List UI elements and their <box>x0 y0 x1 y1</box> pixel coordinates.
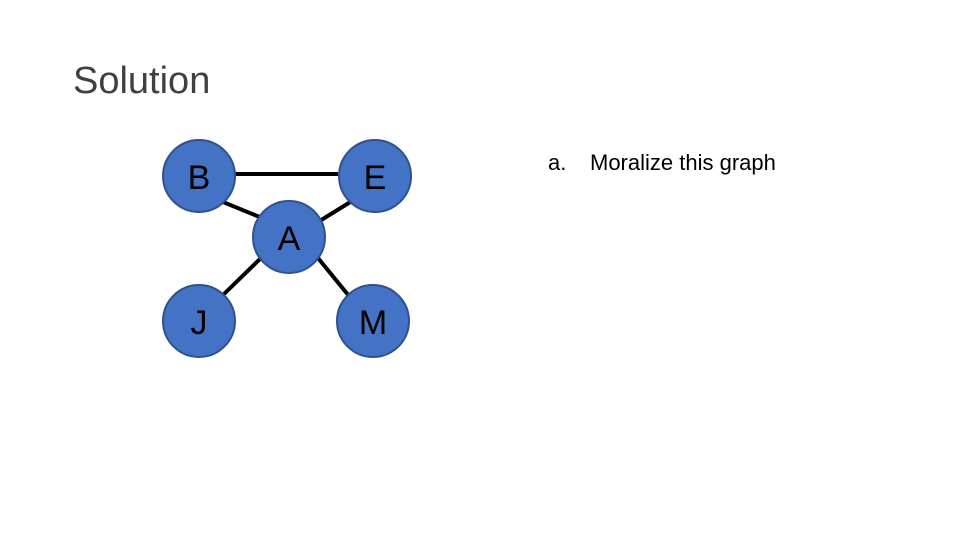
node-a: A <box>252 200 326 274</box>
task-item-a: a. Moralize this graph <box>548 146 776 180</box>
task-list: a. Moralize this graph <box>548 146 776 180</box>
edge-m-a <box>316 256 351 298</box>
node-b-label: B <box>188 159 211 197</box>
node-j-label: J <box>191 304 208 342</box>
node-m: M <box>336 284 410 358</box>
node-e-label: E <box>364 159 387 197</box>
task-item-a-text: Moralize this graph <box>590 150 776 175</box>
node-a-label: A <box>278 220 301 258</box>
node-b: B <box>162 139 236 213</box>
edge-b-a <box>222 200 263 220</box>
node-m-label: M <box>359 304 387 342</box>
task-item-a-marker: a. <box>548 150 567 175</box>
slide-title: Solution <box>73 60 211 102</box>
edge-e-a <box>316 199 354 224</box>
node-e: E <box>338 139 412 213</box>
node-j: J <box>162 284 236 358</box>
edge-j-a <box>221 255 264 297</box>
